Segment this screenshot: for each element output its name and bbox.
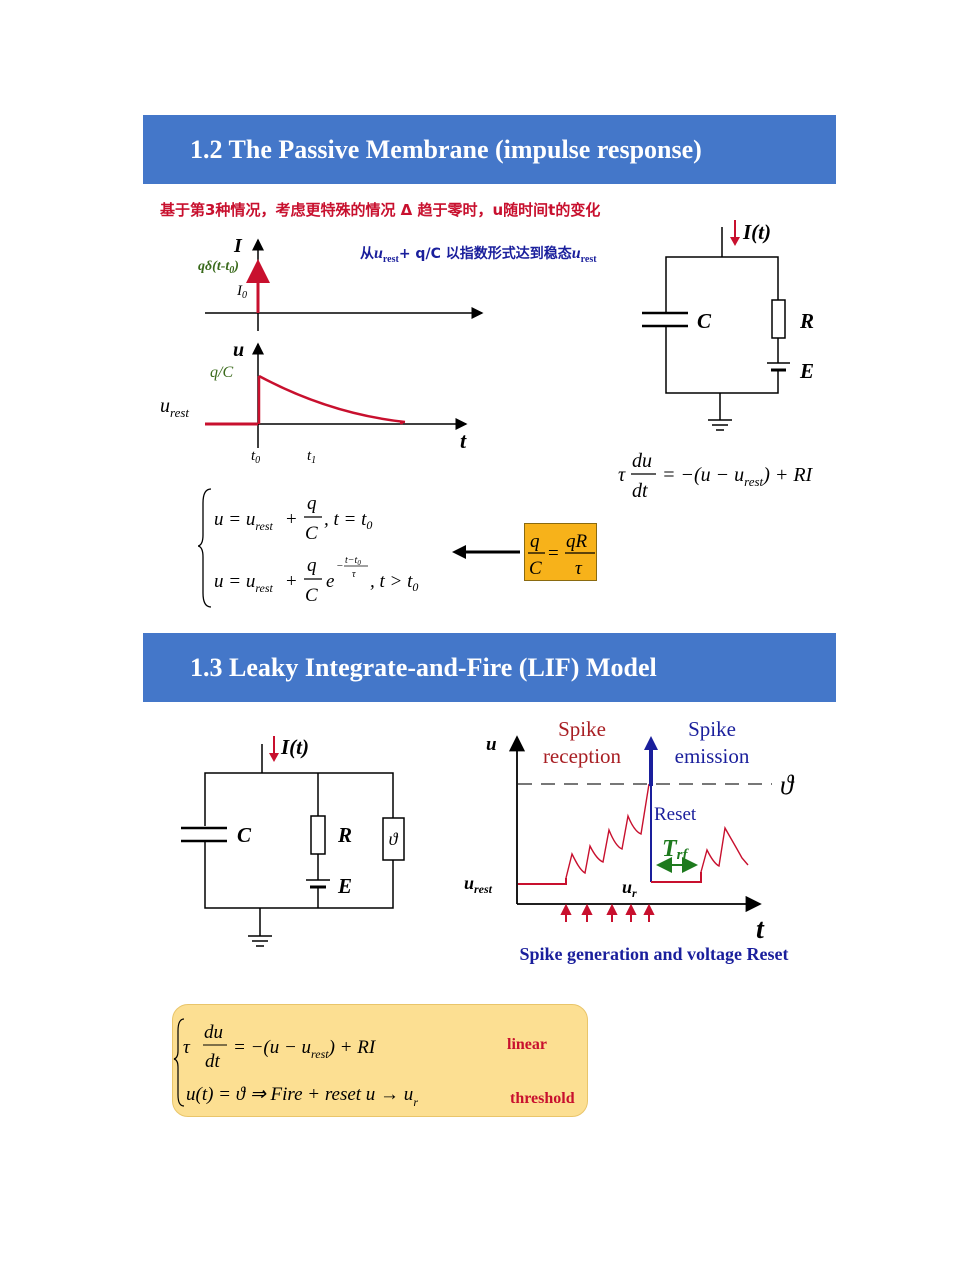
svg-text:q: q [530,531,540,552]
circuit-current-label: I(t) [742,220,771,244]
svg-text:dt: dt [205,1051,221,1072]
svg-text:τ: τ [618,464,626,486]
t-axis-label: t [460,428,467,453]
I0-label: I0 [236,283,247,301]
note-prefix: 从 [360,246,374,262]
spike-reception-line2: reception [543,744,622,768]
q-over-C-label: q/C [210,364,233,381]
resistor [771,299,786,339]
lif-resistor [310,815,326,855]
svg-text:q: q [307,493,317,514]
rest-trace [518,878,567,885]
u-rest-label: urest [160,395,189,420]
svg-text:C: C [305,523,318,544]
note-u: u [374,245,383,262]
q-over-C-box: q C = qR τ [524,523,597,581]
svg-text:+: + [286,571,297,592]
note-rest: rest [382,253,399,265]
svg-text:C: C [529,558,542,579]
svg-text:u(t) = ϑ ⇒ Fire + reset u →: u(t) = ϑ ⇒ Fire + reset u → ur [186,1084,418,1109]
svg-text:u = urest: u = urest [214,571,274,595]
capacitor-label: C [697,309,712,333]
svg-text:u = urest: u = urest [214,509,274,533]
passive-membrane-circuit: I(t) C R E [642,220,814,431]
spike-emission-line1: Spike [688,717,736,741]
note-u-2: u [571,245,581,262]
note-rest-2: rest [580,253,597,265]
section-1-subtitle: 基于第3种情况，考虑更特殊的情况 Δ 趋于零时，u随时间t的变化 [160,201,601,219]
t0-label: t0 [251,448,260,466]
u-axis-label: u [233,339,244,361]
svg-text:, t = t0: , t = t0 [324,509,372,532]
exponential-decay-curve [258,374,406,424]
svg-text:τ: τ [575,558,583,579]
svg-text:+: + [286,509,297,530]
lif-formula-box: τ du dt = −(u − urest) + RI linear u(t) … [172,1004,588,1117]
lif-spike-plot: u Spike reception Spike emission ϑ Reset… [464,717,795,964]
lif-current-label: I(t) [280,735,309,759]
impulse-solution-cases: u = urest + q C , t = t0 u = urest + q C… [198,488,418,608]
lif-capacitor-label: C [237,823,252,847]
membrane-ode: τ du dt = −(u − urest) + RI [618,450,814,502]
threshold-theta-label: ϑ [780,770,795,800]
post-reset-trace [700,825,749,873]
refractory-label: Trf [662,836,690,863]
svg-text:e: e [326,571,334,592]
linear-tag: linear [507,1036,547,1053]
lif-t-axis-label: t [756,914,765,945]
svg-text:−: − [336,560,343,572]
threshold-element-label: ϑ [389,829,399,849]
battery-label: E [799,359,814,383]
lif-battery-label: E [337,874,352,898]
svg-text:q: q [307,555,317,576]
delta-label: qδ(t-t0) [198,259,239,276]
svg-text:dt: dt [632,480,648,502]
lif-cases-brace [173,1018,185,1107]
svg-text:du: du [632,450,652,472]
svg-text:=: = [548,543,559,564]
lif-circuit: I(t) C R E ϑ [181,735,405,947]
spike-accumulation-trace [565,783,650,879]
t1-label: t1 [307,448,316,466]
lif-u-axis-label: u [486,734,497,755]
lif-resistor-label: R [337,823,352,847]
svg-text:τ: τ [352,569,356,580]
svg-text:du: du [204,1022,223,1043]
I-axis-label: I [233,235,243,257]
lif-urest-label: urest [464,873,493,896]
note-mid: + q/C 以指数形式达到稳态 [398,246,572,262]
input-spike-arrows [560,903,655,922]
svg-text:t−t0: t−t0 [345,555,361,567]
svg-text:, t > t0: , t > t0 [370,571,418,594]
arrow-left-icon [452,545,520,559]
svg-text:qR: qR [566,531,588,552]
section-1-title: 1.2 The Passive Membrane (impulse respon… [143,115,836,184]
svg-text:= −(u − urest) + RI: = −(u − urest) + RI [662,464,814,489]
lif-plot-caption: Spike generation and voltage Reset [520,944,789,964]
svg-text:= −(u − urest) + RI: = −(u − urest) + RI [233,1037,377,1061]
refractory-trace [651,872,702,883]
steady-state-note: 从urest+ q/C 以指数形式达到稳态urest [360,243,597,265]
svg-text:τ: τ [183,1037,191,1058]
lif-ur-label: ur [622,877,637,900]
threshold-tag: threshold [510,1090,575,1107]
spike-emission-line2: emission [675,744,750,768]
resistor-label: R [799,309,814,333]
section-2-title: 1.3 Leaky Integrate-and-Fire (LIF) Model [143,633,836,702]
spike-reception-line1: Spike [558,717,606,741]
svg-text:C: C [305,585,318,606]
reset-label: Reset [654,804,697,825]
cases-brace [198,488,212,608]
impulse-response-plot: I qδ(t-t0) I0 u q/C urest t t0 t1 [160,235,484,466]
